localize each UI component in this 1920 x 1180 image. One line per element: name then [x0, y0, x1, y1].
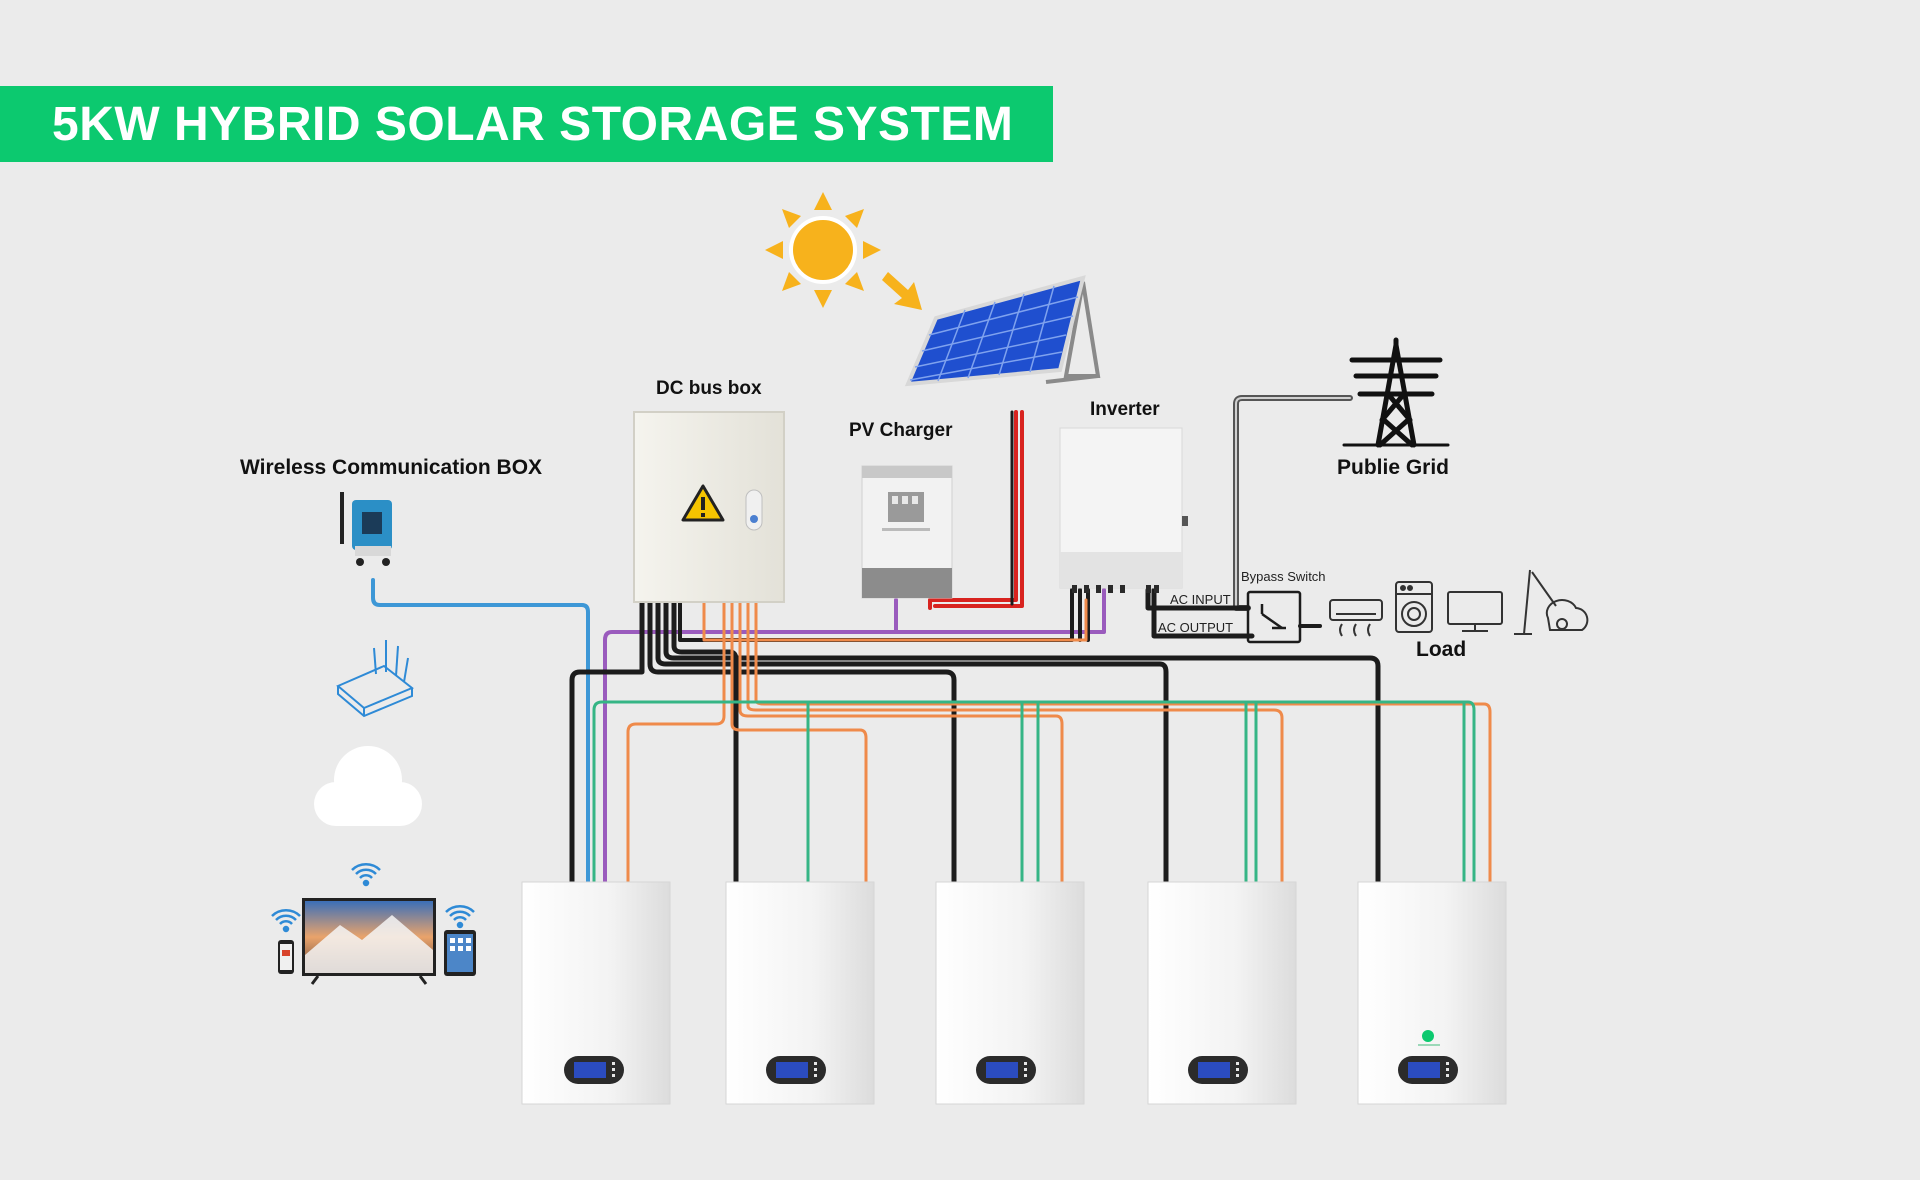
bypass-switch-device — [1246, 590, 1302, 644]
inverter-label: Inverter — [1090, 399, 1160, 420]
pv-wire-red — [928, 410, 1018, 610]
pv-charger-label: PV Charger — [849, 420, 953, 441]
pv-charger-device — [861, 465, 953, 599]
comm-wire-blue — [371, 578, 590, 884]
comm-wire-purple — [603, 588, 1106, 884]
pv-wire-red — [933, 410, 1024, 608]
grid-wire — [1235, 397, 1351, 609]
sun-arrow-icon — [882, 272, 922, 310]
dc-wire-black — [569, 597, 645, 885]
dc-wire-orange — [702, 598, 1088, 642]
router-icon — [336, 640, 414, 718]
wireless-box-label: Wireless Communication BOX — [240, 456, 543, 479]
comm-wire-green — [592, 700, 1476, 884]
title-banner: 5KW HYBRID SOLAR STORAGE SYSTEM — [0, 86, 1053, 162]
dc-wire-black — [671, 597, 739, 885]
bypass-switch-label: Bypass Switch — [1241, 569, 1326, 584]
sun-icon — [765, 192, 881, 308]
battery-module — [725, 881, 875, 1105]
battery-module — [1357, 881, 1507, 1105]
wireless-box-device — [340, 492, 392, 566]
wifi-icon — [445, 905, 475, 929]
inverter-device — [1059, 427, 1188, 593]
wiring — [371, 395, 1492, 885]
battery-bank — [521, 881, 1507, 1105]
air-conditioner-icon — [1329, 599, 1383, 637]
tv-icon — [302, 898, 436, 985]
load-label: Load — [1416, 638, 1467, 661]
public-grid-label: Publie Grid — [1337, 456, 1450, 479]
battery-module — [1147, 881, 1297, 1105]
battery-module — [521, 881, 671, 1105]
dc-bus-box — [633, 411, 785, 603]
vacuum-icon — [1514, 569, 1589, 635]
dc-wire-black — [663, 597, 1381, 885]
tablet-icon — [444, 930, 476, 976]
dc-bus-box-label: DC bus box — [656, 378, 762, 399]
washing-machine-icon — [1395, 581, 1433, 633]
wifi-icon — [271, 909, 301, 933]
battery-module — [935, 881, 1085, 1105]
monitor-icon — [1447, 591, 1503, 632]
dc-wire-orange — [626, 598, 726, 884]
ac-output-wire — [1151, 587, 1255, 639]
page-title: 5KW HYBRID SOLAR STORAGE SYSTEM — [52, 97, 1014, 151]
dc-wire-black — [647, 597, 957, 885]
ac-input-wire — [1145, 587, 1251, 611]
transmission-tower-icon — [1342, 337, 1450, 448]
wifi-icon — [351, 863, 381, 887]
dc-wire-orange — [730, 598, 868, 884]
cloud-icon — [314, 746, 422, 826]
brand-logo-icon — [1422, 1030, 1434, 1042]
ac-input-label: AC INPUT — [1170, 592, 1231, 607]
ac-output-label: AC OUTPUT — [1158, 620, 1234, 635]
dc-wire-black — [655, 597, 1169, 885]
dc-wire-orange — [746, 598, 1284, 884]
solar-panel-icon — [904, 275, 1101, 387]
dc-wire-orange — [738, 598, 1064, 884]
phone-icon — [278, 940, 294, 974]
